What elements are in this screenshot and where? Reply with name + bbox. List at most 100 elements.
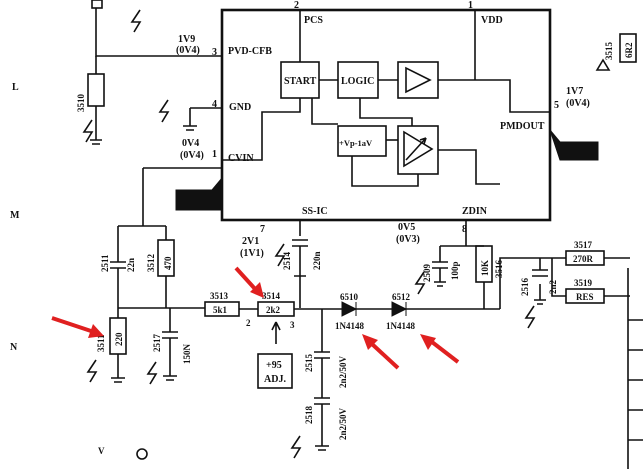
r3510-body [87, 73, 105, 107]
pin-vdd-label: VDD [481, 15, 503, 26]
pin-pmdout-label: PMDOUT [500, 121, 545, 132]
r3510-leads [90, 56, 102, 145]
r3513-value: 5k1 [213, 305, 228, 315]
comparator-triangle [403, 130, 434, 168]
c2517-body [162, 308, 178, 381]
pin-pcs-num: 2 [294, 0, 299, 11]
c2511-value: 22n [126, 258, 136, 272]
r3515-value: 6R2 [624, 42, 634, 58]
cvin-voltage-2: (0V4) [180, 150, 204, 161]
r3511-ref: 3511 [96, 334, 106, 352]
flash-icon [146, 361, 158, 385]
flash-icon [290, 435, 302, 459]
adj-box [257, 353, 293, 389]
driver-out-wire [438, 79, 550, 113]
flash-icon [414, 271, 426, 295]
comp-out-wire [438, 149, 500, 185]
comp-bottom-wire [351, 156, 419, 187]
r3514-ref: 3514 [262, 291, 281, 301]
pmdout-connector-tab [549, 129, 599, 161]
margin-letter-n: N [10, 342, 18, 353]
adj-line-2: ADJ. [264, 374, 286, 385]
c2518-ref: 2518 [304, 406, 314, 425]
c2511-body [110, 226, 126, 308]
pot-wiper [271, 321, 281, 344]
comparator-arrow [405, 137, 427, 161]
pin-pcs-label: PCS [304, 15, 323, 26]
ssic-voltage: 2V1 [242, 236, 259, 247]
ssic-wire [292, 220, 308, 300]
ssic-voltage-2: (1V1) [240, 248, 264, 259]
pin3-wire [95, 8, 222, 57]
red-arrow-3511 [51, 316, 104, 338]
cvin-voltage: 0V4 [182, 138, 199, 149]
pin-ssic-num: 7 [260, 224, 265, 235]
r3512-ref: 3512 [146, 254, 156, 273]
pin-gnd-label: GND [229, 102, 251, 113]
pvd-voltage: 1V9 [178, 34, 195, 45]
d6512-value: 1N4148 [386, 321, 415, 331]
r3519-body [565, 288, 605, 304]
ic-body [220, 8, 552, 222]
flash-icon [86, 359, 98, 383]
red-arrow-6512 [420, 334, 460, 364]
d6510-symbol [341, 301, 358, 317]
c2514-ground [294, 275, 306, 308]
c2515-value: 2n2/50V [338, 355, 348, 388]
c2509-body [432, 246, 448, 287]
pot-pin-2: 2 [246, 318, 251, 328]
r3517-ref: 3517 [574, 240, 593, 250]
pmd-voltage-2: (0V4) [566, 98, 590, 109]
vref-label: +Vp-1aV [339, 138, 373, 148]
d6510-ref: 6510 [340, 292, 359, 302]
pmd-voltage: 1V7 [566, 86, 583, 97]
r3513-ref: 3513 [210, 291, 229, 301]
margin-letter-l: L [12, 82, 19, 93]
pvd-voltage-2: (0V4) [176, 45, 200, 56]
c2516-plates [532, 269, 548, 277]
v-mark: V [98, 446, 105, 456]
d6510-value: 1N4148 [335, 321, 364, 331]
pin-gnd-num: 4 [212, 99, 217, 110]
flash-icon [82, 119, 94, 143]
margin-letter-m: M [10, 210, 20, 221]
c2509-ref: 2509 [422, 264, 432, 283]
logic-loop-wire [311, 98, 338, 125]
r3519-value: RES [576, 292, 594, 302]
flash-icon [130, 9, 142, 33]
pin-cvin-num: 1 [212, 149, 217, 160]
c2514-value: 220n [312, 251, 322, 270]
c2515-ref: 2515 [304, 354, 314, 373]
cvin-input-wire [142, 167, 222, 226]
r3519-wire [551, 257, 630, 297]
c2509-value: 100p [450, 261, 460, 280]
r3514-value: 2k2 [266, 305, 281, 315]
driver-block [397, 61, 439, 99]
red-arrow-6510 [362, 334, 400, 370]
warning-triangle-icon [595, 58, 611, 71]
start-label: START [284, 76, 317, 87]
logic-label: LOGIC [341, 76, 374, 87]
r3511-value: 220 [114, 332, 124, 346]
right-edge-table [627, 268, 643, 469]
r3516-value: 10K [480, 260, 490, 276]
r3515-body [619, 33, 637, 63]
circle-mark-icon [136, 448, 148, 460]
r3516-ref: 3516 [494, 260, 504, 279]
c2516-ref: 2516 [520, 278, 530, 297]
c2517-value: 150N [182, 344, 192, 365]
c2514-ref: 2514 [282, 252, 292, 271]
c2516-value: 2n2 [548, 279, 558, 294]
pin-zdin-label: ZDIN [462, 206, 488, 217]
pin-vdd-num: 1 [468, 0, 473, 11]
r3515-ref: 3515 [604, 42, 614, 61]
c2515-body [314, 309, 330, 451]
pot-pin-3: 3 [290, 320, 295, 330]
driver-triangle [405, 66, 432, 94]
d6512-ref: 6512 [392, 292, 411, 302]
logic-feedback-wire [359, 98, 413, 126]
pin4-wire [183, 107, 222, 131]
r3510-ref: 3510 [76, 94, 86, 113]
pin-ssic-label: SS-IC [302, 206, 328, 217]
